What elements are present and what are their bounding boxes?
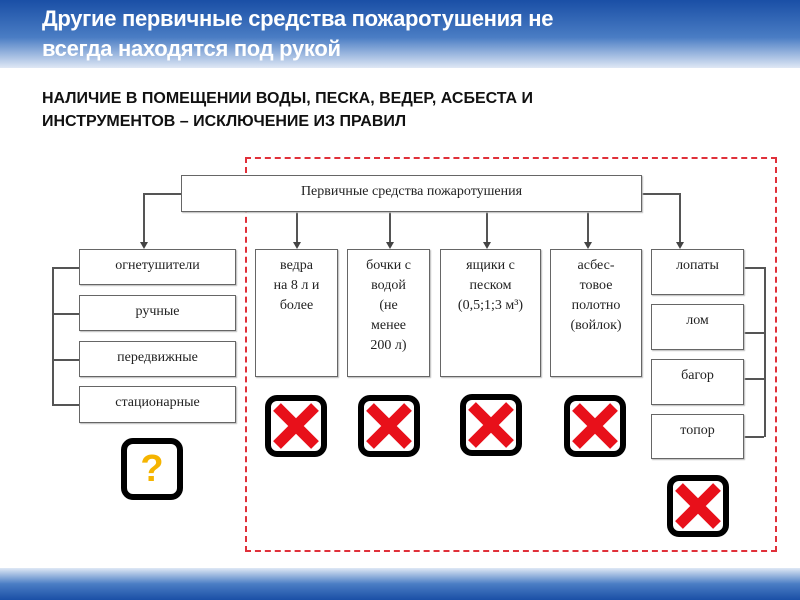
cross-icon	[667, 475, 729, 537]
crowbar-box: лом	[651, 304, 744, 350]
cross-icon	[358, 395, 420, 457]
extinguishers-box: огнетушители	[79, 249, 236, 285]
stationary-extinguishers-box: стационарные	[79, 386, 236, 423]
header-bar	[0, 0, 800, 68]
question-icon: ?	[121, 438, 183, 500]
cross-icon	[564, 395, 626, 457]
root-box: Первичные средства пожаротушения	[181, 175, 642, 212]
mobile-extinguishers-box: передвижные	[79, 341, 236, 377]
slide-subtitle: НАЛИЧИЕ В ПОМЕЩЕНИИ ВОДЫ, ПЕСКА, ВЕДЕР, …	[42, 90, 534, 130]
hook-box: багор	[651, 359, 744, 405]
cross-icon	[460, 394, 522, 456]
manual-extinguishers-box: ручные	[79, 295, 236, 331]
slide-title: Другие первичные средства пожаротушения …	[42, 6, 554, 61]
cross-icon	[265, 395, 327, 457]
shovels-box: лопаты	[651, 249, 744, 295]
dashed-highlight-frame	[245, 157, 777, 552]
axe-box: топор	[651, 414, 744, 459]
footer-bar	[0, 568, 800, 600]
